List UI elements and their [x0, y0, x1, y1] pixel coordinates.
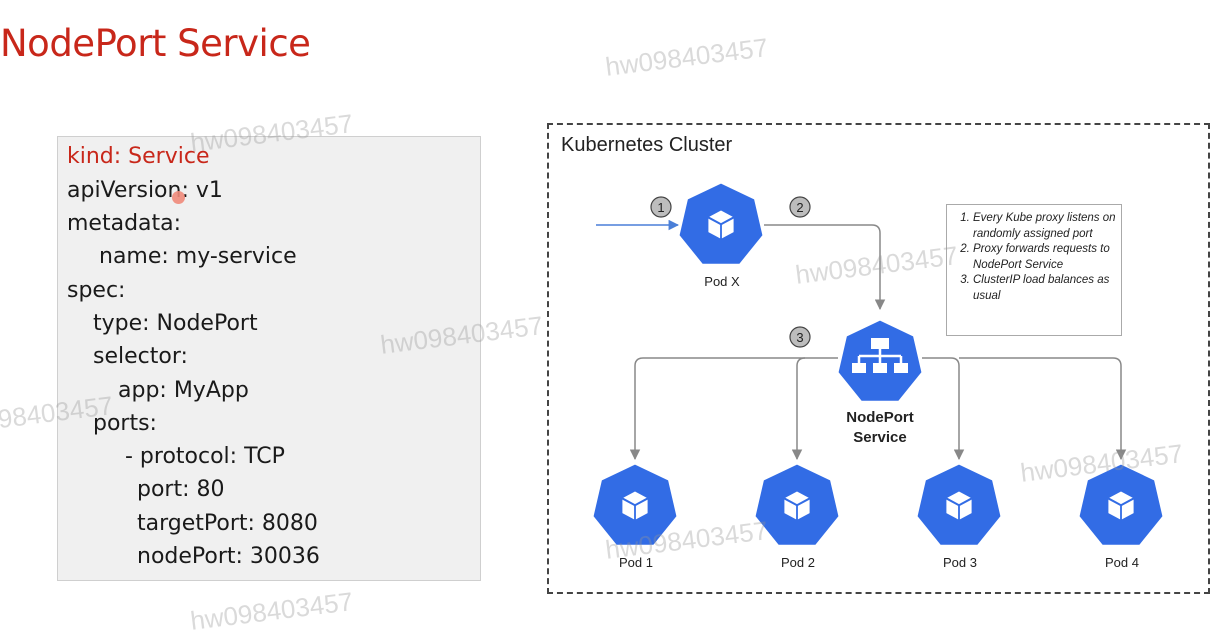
yaml-line: spec:	[67, 278, 126, 303]
pod-4-label: Pod 4	[1105, 555, 1139, 570]
page-title: NodePort Service	[0, 22, 311, 65]
pod-3-node	[917, 464, 1001, 545]
service-to-pod3-arrow	[922, 357, 965, 461]
note-item: ClusterIP load balances as usual	[973, 273, 1117, 304]
yaml-line: nodePort: 30036	[137, 544, 320, 569]
service-label-line: Service	[853, 429, 907, 446]
yaml-line: port: 80	[137, 477, 225, 502]
service-to-pod4-arrow	[959, 357, 1127, 461]
pod-x-node	[679, 183, 763, 264]
yaml-line: metadata:	[67, 211, 182, 236]
note-item: Every Kube proxy listens on randomly ass…	[973, 211, 1117, 242]
yaml-kind-line: kind: Service	[67, 144, 210, 169]
pod-2-node	[755, 464, 839, 545]
yaml-line: targetPort: 8080	[137, 511, 318, 536]
kubernetes-cluster-box	[547, 123, 1210, 594]
step-badge-3: 3	[789, 326, 811, 348]
pod-1-node	[593, 464, 677, 545]
yaml-line: apiVersion: v1	[67, 178, 223, 203]
step-badge-1: 1	[650, 196, 672, 218]
pod-2-label: Pod 2	[781, 555, 815, 570]
pod-x-label: Pod X	[704, 274, 740, 289]
service-label: NodePort Service	[830, 408, 930, 448]
service-to-pod1-arrow	[629, 357, 838, 461]
mouse-cursor-highlight	[172, 191, 185, 204]
podx-to-service-arrow	[764, 224, 886, 311]
pod-4-node	[1079, 464, 1163, 545]
cluster-label: Kubernetes Cluster	[561, 134, 733, 156]
hierarchy-icon	[852, 338, 908, 373]
yaml-line: ports:	[93, 411, 157, 436]
yaml-line: - protocol: TCP	[125, 444, 285, 469]
pod-1-label: Pod 1	[619, 555, 653, 570]
yaml-code-panel	[57, 136, 481, 581]
yaml-line: name: my-service	[99, 244, 297, 269]
step-badge-2: 2	[789, 196, 811, 218]
service-label-line: NodePort	[846, 409, 914, 426]
nodeport-service-node	[838, 320, 922, 401]
step-number: 1	[657, 200, 664, 215]
note-item: Proxy forwards requests to NodePort Serv…	[973, 242, 1117, 273]
step-number: 3	[796, 330, 803, 345]
step-number: 2	[796, 200, 803, 215]
yaml-line: type: NodePort	[93, 311, 258, 336]
service-to-pod2-arrow	[791, 357, 806, 461]
yaml-line: app: MyApp	[118, 378, 249, 403]
yaml-line: selector:	[93, 344, 188, 369]
pod-3-label: Pod 3	[943, 555, 977, 570]
notes-box: Every Kube proxy listens on randomly ass…	[946, 204, 1122, 336]
